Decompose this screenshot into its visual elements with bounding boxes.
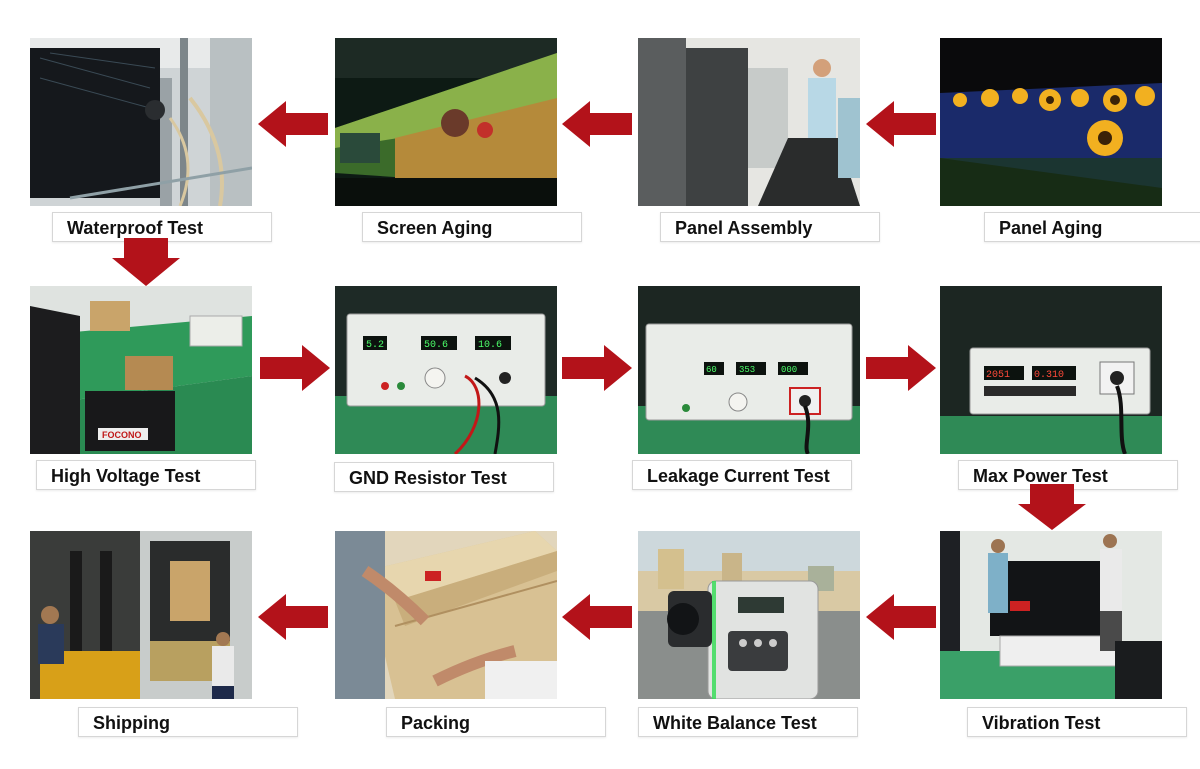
waterproof-test-label: Waterproof Test — [52, 212, 272, 242]
panel-assembly-photo — [638, 38, 860, 206]
arrow-right-icon — [866, 345, 936, 391]
white-balance-test-photo — [638, 531, 860, 699]
leak-readout-3: 000 — [781, 365, 797, 375]
arrow-right-icon — [260, 345, 330, 391]
leakage-current-test-photo: 60 353 000 — [638, 286, 860, 454]
arrow-left-icon — [866, 101, 936, 147]
gnd-readout-3: 10.6 — [478, 340, 502, 351]
leakage-current-test-label: Leakage Current Test — [632, 460, 852, 490]
screen-aging-photo — [335, 38, 557, 206]
shipping-label: Shipping — [78, 707, 298, 737]
gnd-resistor-test-label: GND Resistor Test — [334, 462, 554, 492]
power-readout-2: 0.310 — [1034, 370, 1064, 381]
gnd-readout-2: 50.6 — [424, 340, 448, 351]
arrow-left-icon — [866, 594, 936, 640]
arrow-down-icon — [112, 238, 180, 286]
packing-photo — [335, 531, 557, 699]
high-voltage-test-label: High Voltage Test — [36, 460, 256, 490]
shipping-photo — [30, 531, 252, 699]
vibration-test-photo — [940, 531, 1162, 699]
waterproof-test-photo — [30, 38, 252, 206]
focono-brand-text: FOCONO — [102, 430, 142, 440]
leak-readout-2: 353 — [739, 365, 755, 375]
panel-assembly-label: Panel Assembly — [660, 212, 880, 242]
high-voltage-test-photo: FOCONO — [30, 286, 252, 454]
max-power-test-photo: 2051 0.310 — [940, 286, 1162, 454]
gnd-readout-1: 5.2 — [366, 340, 384, 351]
gnd-resistor-test-photo: 5.2 50.6 10.6 — [335, 286, 557, 454]
arrow-left-icon — [562, 101, 632, 147]
screen-aging-label: Screen Aging — [362, 212, 582, 242]
arrow-left-icon — [258, 594, 328, 640]
panel-aging-label: Panel Aging — [984, 212, 1200, 242]
arrow-right-icon — [562, 345, 632, 391]
arrow-left-icon — [258, 101, 328, 147]
power-readout-1: 2051 — [986, 370, 1010, 381]
vibration-test-label: Vibration Test — [967, 707, 1187, 737]
arrow-down-icon — [1018, 484, 1086, 530]
white-balance-test-label: White Balance Test — [638, 707, 858, 737]
panel-aging-photo — [940, 38, 1162, 206]
packing-label: Packing — [386, 707, 606, 737]
arrow-left-icon — [562, 594, 632, 640]
leak-readout-1: 60 — [706, 365, 717, 375]
